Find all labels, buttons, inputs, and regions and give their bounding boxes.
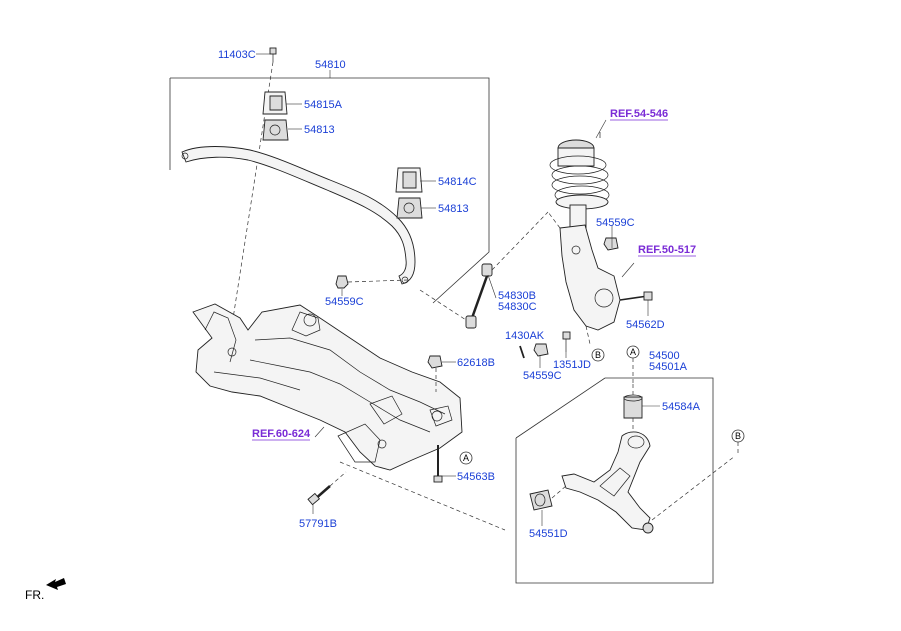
front-direction-indicator: FR. xyxy=(25,578,66,602)
lower-control-arm xyxy=(561,431,736,534)
label-54813-lower: 54813 xyxy=(438,203,469,215)
label-54500: 54500 xyxy=(649,350,680,362)
label-1430AK: 1430AK xyxy=(505,330,545,342)
label-54584A: 54584A xyxy=(662,401,701,413)
svg-text:REF.54-546: REF.54-546 xyxy=(610,108,668,120)
label-54562D: 54562D xyxy=(626,319,665,331)
strut-assembly xyxy=(549,132,610,238)
label-57791B: 57791B xyxy=(299,518,337,530)
svg-text:REF.50-517: REF.50-517 xyxy=(638,244,696,256)
nut-54559C-stabilizer xyxy=(335,275,409,289)
label-54814C: 54814C xyxy=(438,176,477,188)
ref-50-517: REF.50-517 xyxy=(638,244,696,257)
bolt-57791B xyxy=(307,471,347,506)
label-leaders xyxy=(256,53,660,526)
label-54810: 54810 xyxy=(315,59,346,71)
steering-knuckle xyxy=(547,211,649,345)
callout-a-lower-arm: A xyxy=(626,345,640,384)
label-54830C: 54830C xyxy=(498,301,537,313)
label-54501A: 54501A xyxy=(649,361,688,373)
bolt-54563B xyxy=(433,445,443,483)
nut-62618B xyxy=(427,355,443,392)
label-54559C-lower: 54559C xyxy=(523,370,562,382)
callout-b-balljoint: B xyxy=(731,429,745,456)
label-54813-upper: 54813 xyxy=(304,124,335,136)
bushing-54584A xyxy=(623,384,643,434)
svg-text:A: A xyxy=(463,453,469,463)
label-1351JD: 1351JD xyxy=(553,359,591,371)
label-54551D: 54551D xyxy=(529,528,568,540)
svg-text:B: B xyxy=(735,431,741,441)
label-11403C: 11403C xyxy=(218,49,256,61)
label-54563B: 54563B xyxy=(457,471,495,483)
svg-text:B: B xyxy=(595,350,601,360)
label-54815A: 54815A xyxy=(304,99,343,111)
front-label: FR. xyxy=(25,588,44,602)
bracket-54815A xyxy=(262,91,288,115)
svg-text:A: A xyxy=(630,347,636,357)
subframe xyxy=(192,303,506,531)
callout-a-subframe: A xyxy=(459,451,473,465)
stabilizer-bar xyxy=(181,146,416,285)
bolt-1351JD xyxy=(562,331,571,352)
bracket-54814C xyxy=(395,167,423,193)
ref-54-546: REF.54-546 xyxy=(610,108,668,121)
svg-text:REF.60-624: REF.60-624 xyxy=(252,428,311,440)
bushing-54813-lower xyxy=(396,197,423,219)
label-62618B: 62618B xyxy=(457,357,495,369)
label-54559C-knuckle: 54559C xyxy=(596,217,635,229)
lower-arm-group-frame xyxy=(515,377,714,584)
stabilizer-group-frame xyxy=(169,70,490,304)
label-54830B: 54830B xyxy=(498,290,536,302)
bolt-54562D xyxy=(643,291,653,301)
bushing-54551D xyxy=(529,485,567,511)
pin-1430AK xyxy=(519,345,525,359)
label-54559C-stabilizer: 54559C xyxy=(325,296,364,308)
callout-b-knuckle: B xyxy=(591,348,605,362)
nut-54559C-lower xyxy=(533,343,549,357)
ref-60-624: REF.60-624 xyxy=(252,428,311,441)
bushing-54813-upper xyxy=(262,119,289,141)
nut-54559C-knuckle xyxy=(603,237,619,251)
front-arrow-icon xyxy=(46,578,66,590)
stabilizer-link xyxy=(419,211,549,329)
